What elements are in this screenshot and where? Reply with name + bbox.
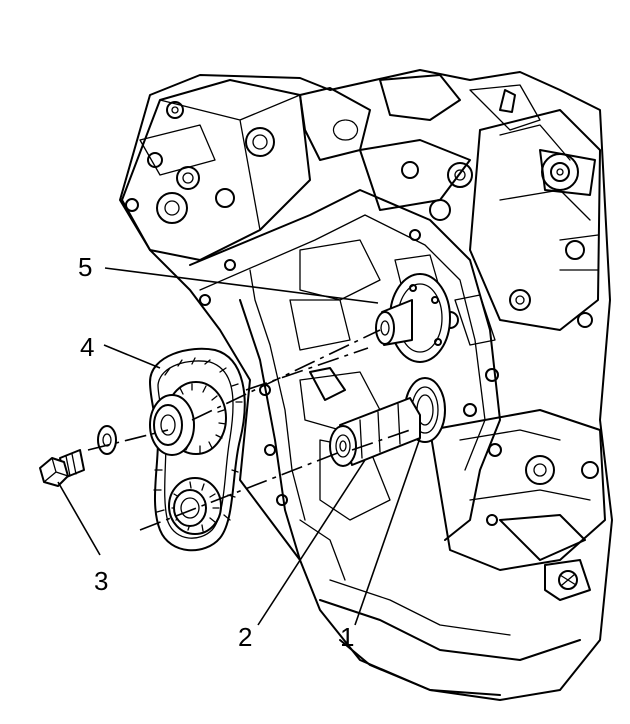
leader-line-2 [257,459,366,626]
callout-1: 1 [340,622,354,652]
callout-5: 5 [78,252,92,282]
engine-block [119,69,613,701]
leader-lines [57,267,421,626]
callout-4: 4 [80,332,94,362]
lower-shaft [329,397,421,467]
alignment-centerlines [87,329,411,531]
callout-2: 2 [238,622,252,652]
timing-chain-assembly [149,347,246,552]
leader-line-1 [354,437,421,626]
callouts: 5 4 3 2 1 [78,252,354,652]
leader-line-5 [104,267,379,304]
bolt-and-washer [39,425,117,487]
leader-line-4 [103,344,161,369]
upper-shaft-flange [375,273,451,363]
leader-line-3 [57,481,101,556]
callout-3: 3 [94,566,108,596]
